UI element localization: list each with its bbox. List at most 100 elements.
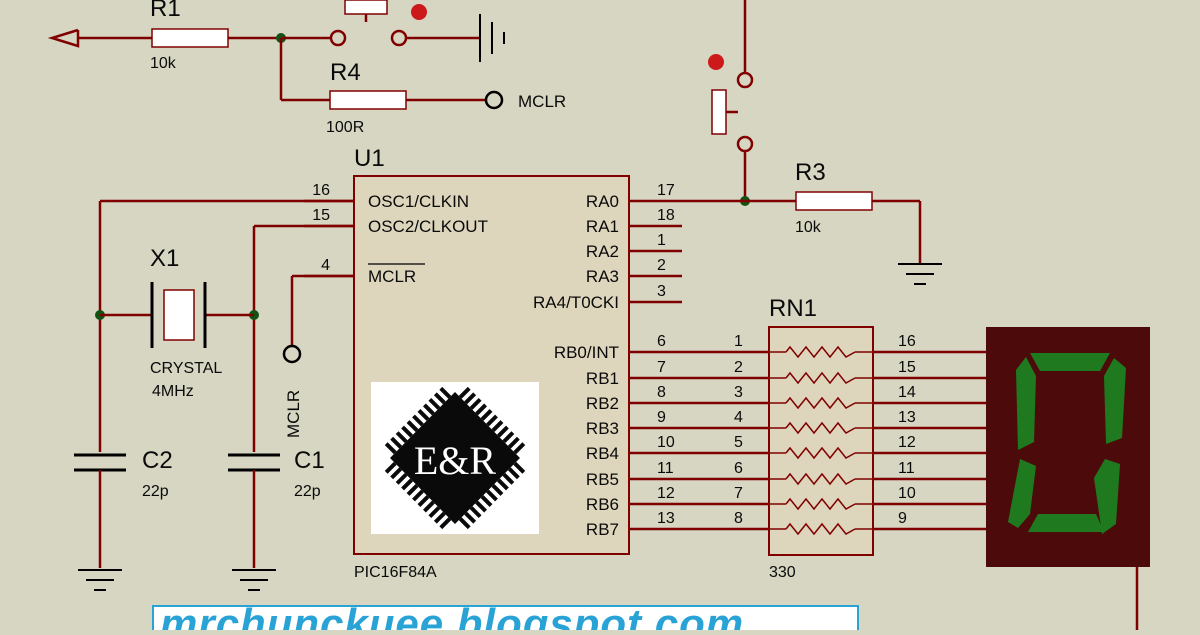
rn1-right-pin-number: 16 <box>898 333 916 350</box>
rn1-left-pin-number: 3 <box>734 384 743 401</box>
rn1-left-pin-number: 7 <box>734 485 743 502</box>
pin-name: RB3 <box>586 419 619 438</box>
pin-name: RA3 <box>586 267 619 286</box>
rn1-resistor-row: 2 15 <box>682 359 986 385</box>
rn1-right-pin-number: 10 <box>898 485 916 502</box>
pin-number: 11 <box>657 460 674 477</box>
pin-name: RA0 <box>586 192 619 211</box>
rn1-left-pin-number: 8 <box>734 510 743 527</box>
pin-name: MCLR <box>368 267 416 286</box>
pin-number: 15 <box>312 207 330 224</box>
segment-f <box>1016 357 1036 450</box>
ground-symbol <box>479 14 505 62</box>
resistor-r4: R4 100R MCLR <box>326 59 566 136</box>
input-arrow-terminal <box>47 28 152 48</box>
pin-number: 2 <box>657 257 666 274</box>
capacitor-c1: C1 22p <box>228 447 325 568</box>
rn1-resistor-row: 7 10 <box>682 485 986 511</box>
pin-number: 4 <box>321 257 330 274</box>
segment-b <box>1104 358 1126 444</box>
blog-banner: mrchunckuee.blogspot.com <box>152 600 859 635</box>
rn1-right-pin-number: 9 <box>898 510 907 527</box>
seven-segment-display <box>986 327 1150 630</box>
ground-symbol <box>78 569 122 591</box>
rn1-value: 330 <box>769 564 796 581</box>
x1-value: 4MHz <box>152 383 194 400</box>
mclr-terminal-label: MCLR <box>518 92 566 111</box>
capacitor-c2: C2 22p <box>74 447 173 568</box>
rn1-right-pin-number: 15 <box>898 359 916 376</box>
pin-name: OSC2/CLKOUT <box>368 217 488 236</box>
rn1-resistor-row: 3 14 <box>682 384 986 410</box>
segment-a <box>1030 353 1110 371</box>
rn1-right-pin-number: 14 <box>898 384 916 401</box>
pin-number: 9 <box>657 409 666 426</box>
pin-name: OSC1/CLKIN <box>368 192 469 211</box>
u1-right-pins: 17RA018RA11RA22RA33RA4/T0CKI6RB0/INT7RB1… <box>533 182 682 539</box>
pin-number: 7 <box>657 359 666 376</box>
pin-name: RB1 <box>586 369 619 388</box>
pin-name: RB0/INT <box>554 343 619 362</box>
rn1-right-pin-number: 13 <box>898 409 916 426</box>
pin-name: RB6 <box>586 495 619 514</box>
rn1-resistor-row: 1 16 <box>682 333 986 359</box>
c2-value: 22p <box>142 483 169 500</box>
rn1-left-pin-number: 1 <box>734 333 743 350</box>
pin-number: 1 <box>657 232 666 249</box>
u1-microcontroller: U1 PIC16F84A 16OSC1/CLKIN15OSC2/CLKOUT4M… <box>304 145 682 581</box>
resistor-r3: R3 10k <box>682 159 922 264</box>
rn1-resistor-row: 6 11 <box>682 460 986 486</box>
rn1-right-pin-number: 11 <box>898 460 915 477</box>
er-logo: E&R <box>371 382 539 534</box>
push-button-right <box>708 54 754 153</box>
rn1-ref: RN1 <box>769 295 817 322</box>
pin-name: RA2 <box>586 242 619 261</box>
r1-value: 10k <box>150 55 177 72</box>
pin-name: RB4 <box>586 444 619 463</box>
resistor-r1: R1 10k <box>150 0 282 72</box>
pin-number: 17 <box>657 182 675 199</box>
x1-type: CRYSTAL <box>150 360 222 377</box>
pin-number: 12 <box>657 485 675 502</box>
mclr-terminal-circle <box>282 344 302 364</box>
pin-number: 10 <box>657 434 675 451</box>
pin-number: 8 <box>657 384 666 401</box>
segment-d <box>1028 514 1104 532</box>
r3-value: 10k <box>795 219 822 236</box>
rn1-left-pin-number: 5 <box>734 434 743 451</box>
pin-number: 18 <box>657 207 675 224</box>
ground-symbol <box>232 569 276 591</box>
crystal-x1: X1 CRYSTAL 4MHz <box>100 245 254 400</box>
u1-part: PIC16F84A <box>354 564 437 581</box>
pin-number: 6 <box>657 333 666 350</box>
u1-ref: U1 <box>354 145 385 172</box>
c1-value: 22p <box>294 483 321 500</box>
rn1-left-pin-number: 6 <box>734 460 743 477</box>
r4-ref: R4 <box>330 59 361 86</box>
r3-ref: R3 <box>795 159 826 186</box>
pin-name: RB2 <box>586 394 619 413</box>
c2-ref: C2 <box>142 447 173 474</box>
pin-name: RB5 <box>586 470 619 489</box>
rn1-left-pin-number: 2 <box>734 359 743 376</box>
r4-value: 100R <box>326 119 364 136</box>
pin-number: 16 <box>312 182 330 199</box>
